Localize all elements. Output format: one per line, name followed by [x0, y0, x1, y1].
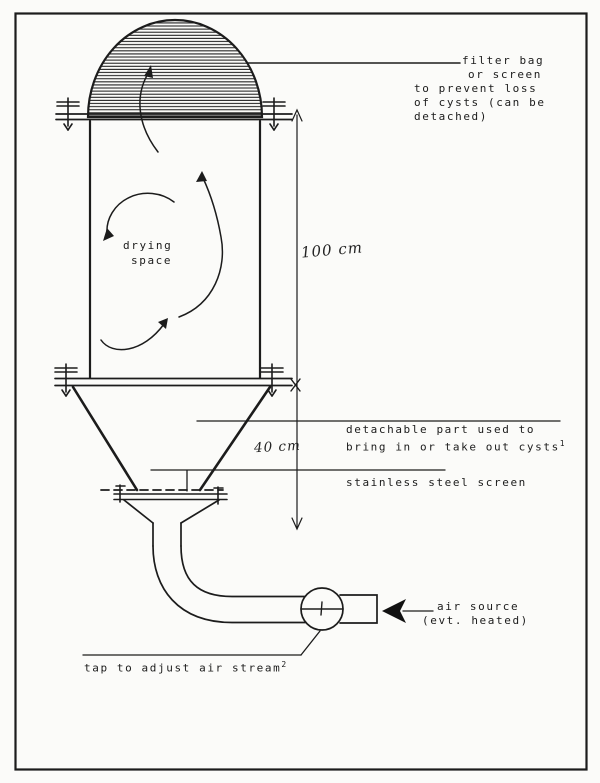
air-source-arrow — [382, 599, 434, 623]
filter-bag-label-line1: filter bag — [462, 54, 545, 67]
filter-bag-label-line4: of cysts (can be — [414, 96, 546, 109]
airflow-arrow-rising — [178, 177, 224, 318]
detachable-part-label-line1: detachable part used to — [346, 423, 536, 436]
airflow-arrow-into-dome — [139, 71, 159, 153]
clamp-bolt-icon — [260, 363, 284, 397]
screen-flange — [100, 484, 228, 505]
outlet-funnel — [123, 499, 220, 524]
footnote-1-marker: 1 — [559, 439, 565, 448]
screen-leader — [150, 469, 446, 492]
airflow-arrows — [100, 65, 224, 351]
tap-label-text: tap to adjust air stream — [84, 661, 282, 675]
filter-bag-label-line2: or screen — [468, 68, 543, 81]
air-source-label-line2: (evt. heated) — [422, 614, 529, 627]
arrowhead-icon — [196, 171, 207, 182]
leader-lines — [82, 62, 561, 656]
pipe-inlet-stub — [339, 594, 378, 624]
detachable-part-label-line2: bring in or take out cysts1 — [346, 437, 565, 455]
cone-section — [71, 385, 272, 492]
footnote-2-marker: 2 — [281, 660, 287, 669]
filter-bag-label-line5: detached) — [414, 110, 489, 123]
clamp-bolt-icon — [54, 363, 78, 397]
drying-chamber-body — [88, 119, 262, 380]
dimension-arrow-up-icon — [291, 108, 303, 122]
drying-space-label-line1: drying — [123, 239, 173, 252]
arrowhead-icon — [158, 318, 168, 329]
page-border-frame — [14, 12, 588, 771]
filter-dome-mesh — [86, 18, 264, 119]
dimension-cone-label: 40 cm — [253, 437, 302, 457]
airflow-arrow-lower-swirl — [100, 323, 165, 351]
dimension-line — [290, 108, 303, 531]
air-pipe — [123, 499, 378, 624]
drying-space-label-line2: space — [131, 254, 173, 267]
dimension-arrow-down-icon — [291, 517, 303, 531]
top-flange — [55, 97, 293, 131]
tap-valve — [300, 587, 344, 631]
airflow-arrow-upper-swirl — [106, 192, 175, 235]
arrowhead-icon — [144, 65, 153, 78]
pipe-elbow-inner — [180, 545, 307, 598]
tap-leader — [300, 630, 321, 656]
air-inlet-arrow-icon — [382, 599, 406, 623]
arrowhead-icon — [103, 228, 114, 241]
screen-label: stainless steel screen — [346, 476, 527, 489]
dimension-break-x-mark — [290, 378, 301, 392]
pipe-elbow-outer — [152, 545, 307, 624]
filter-dome — [86, 18, 264, 119]
filter-bag-label-line3: to prevent loss — [414, 82, 538, 95]
middle-flange — [54, 363, 293, 397]
detachable-part-text: bring in or take out cysts — [346, 440, 560, 454]
tap-label: tap to adjust air stream2 — [84, 658, 286, 676]
air-source-label-line1: air source — [437, 600, 520, 613]
